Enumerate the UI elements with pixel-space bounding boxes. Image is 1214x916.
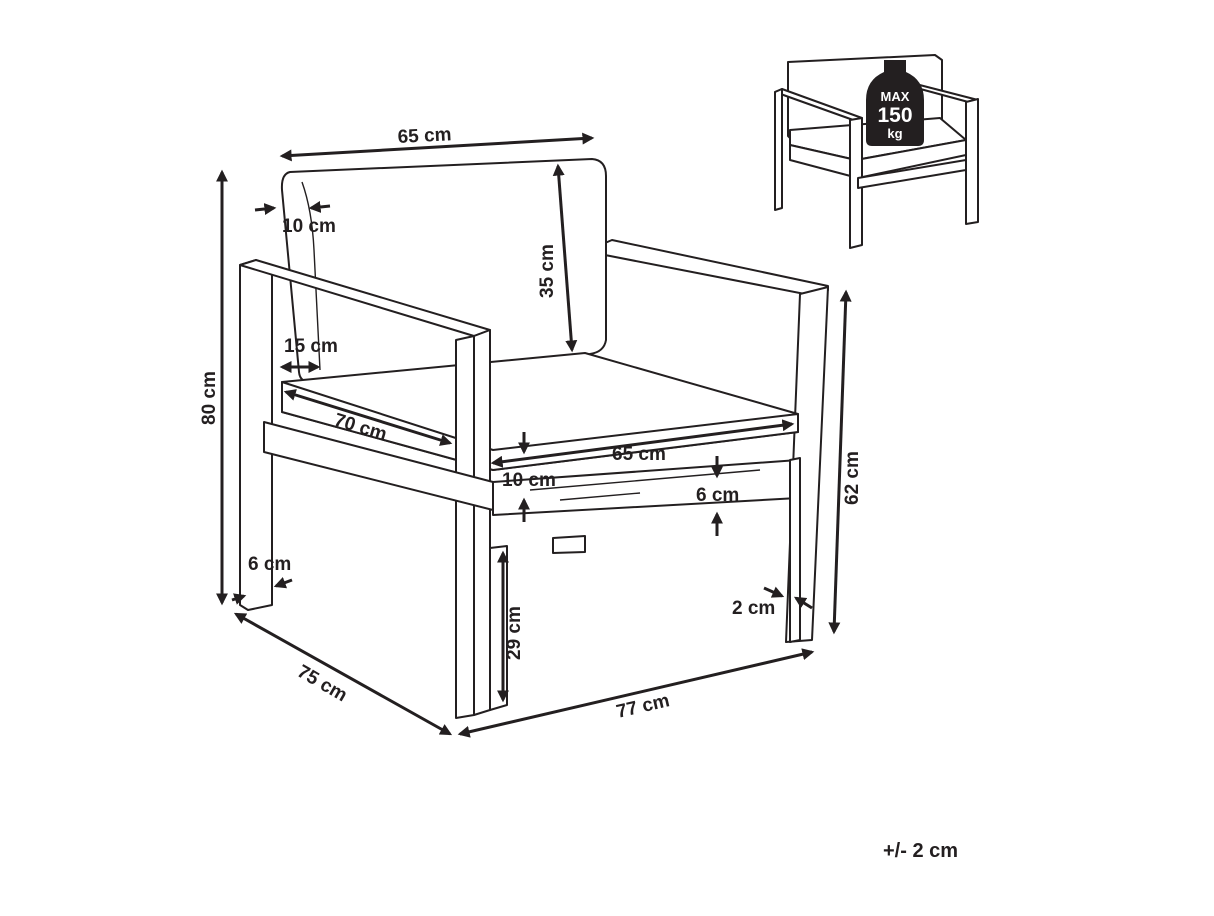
arrow-backrest-width <box>279 132 595 162</box>
label-arm-height: 62 cm <box>842 451 863 505</box>
label-cushion-thickness: 10 cm <box>502 470 556 491</box>
label-backrest-width: 65 cm <box>397 124 452 148</box>
armchair-drawing <box>239 158 829 719</box>
max-weight-badge: MAX 150 kg <box>866 60 924 146</box>
arrow-leg-width-left <box>231 593 247 605</box>
weight-badge-value: 150 <box>877 104 912 127</box>
arrow-leg-width-right <box>273 577 293 589</box>
tolerance-note: +/- 2 cm <box>883 840 958 862</box>
label-backrest-height: 35 cm <box>537 244 558 298</box>
arrow-backrest-thickness-right <box>308 201 331 213</box>
arrow-overall-width <box>457 648 815 738</box>
label-overall-height: 80 cm <box>199 371 220 425</box>
label-frame-thickness: 6 cm <box>696 485 739 506</box>
arrow-arm-height <box>828 289 852 635</box>
label-backrest-thickness: 10 cm <box>282 216 336 237</box>
arrow-seat-width <box>490 419 795 468</box>
arrow-leg-profile-right <box>793 596 813 610</box>
arrow-seat-depth <box>283 389 453 446</box>
weight-badge-unit: kg <box>887 126 902 141</box>
label-seat-width: 65 cm <box>612 444 666 465</box>
label-seat-height: 29 cm <box>504 606 525 660</box>
arrow-backrest-height <box>552 163 578 353</box>
arrow-overall-depth <box>233 612 453 736</box>
dimension-arrows <box>216 132 852 738</box>
label-leg-profile: 2 cm <box>732 598 775 619</box>
weight-badge-max: MAX <box>881 89 910 104</box>
label-leg-width: 6 cm <box>248 554 291 575</box>
label-overall-depth: 75 cm <box>294 661 351 706</box>
label-armrest-width: 15 cm <box>284 336 338 357</box>
arrow-leg-profile-left <box>763 586 785 598</box>
arrow-backrest-thickness-left <box>254 203 277 215</box>
